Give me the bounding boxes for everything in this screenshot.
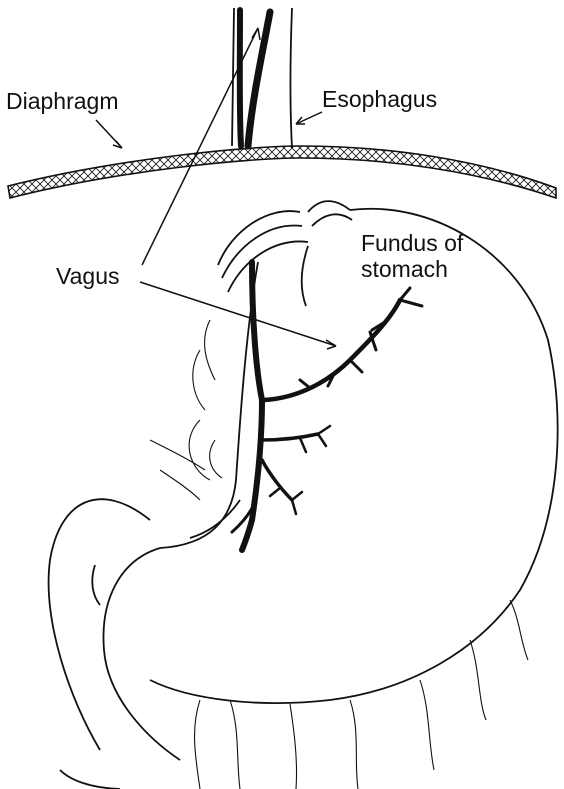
omentum [150,320,528,789]
fundus-label-line1: Fundus of [361,230,463,256]
vagus-pointer-lower [140,282,336,346]
vagus-label: Vagus [56,263,120,289]
esophagus-pointer [296,112,322,124]
vagus-nerve-branches [232,262,422,550]
vagus-nerve-upper [240,10,270,146]
diaphragm [8,146,556,198]
fundus-label: Fundus of stomach [361,230,463,283]
esophagus-label: Esophagus [322,86,437,112]
fundus-label-line2: stomach [361,256,463,282]
diaphragm-label: Diaphragm [6,88,119,114]
leader-lines [96,28,336,349]
